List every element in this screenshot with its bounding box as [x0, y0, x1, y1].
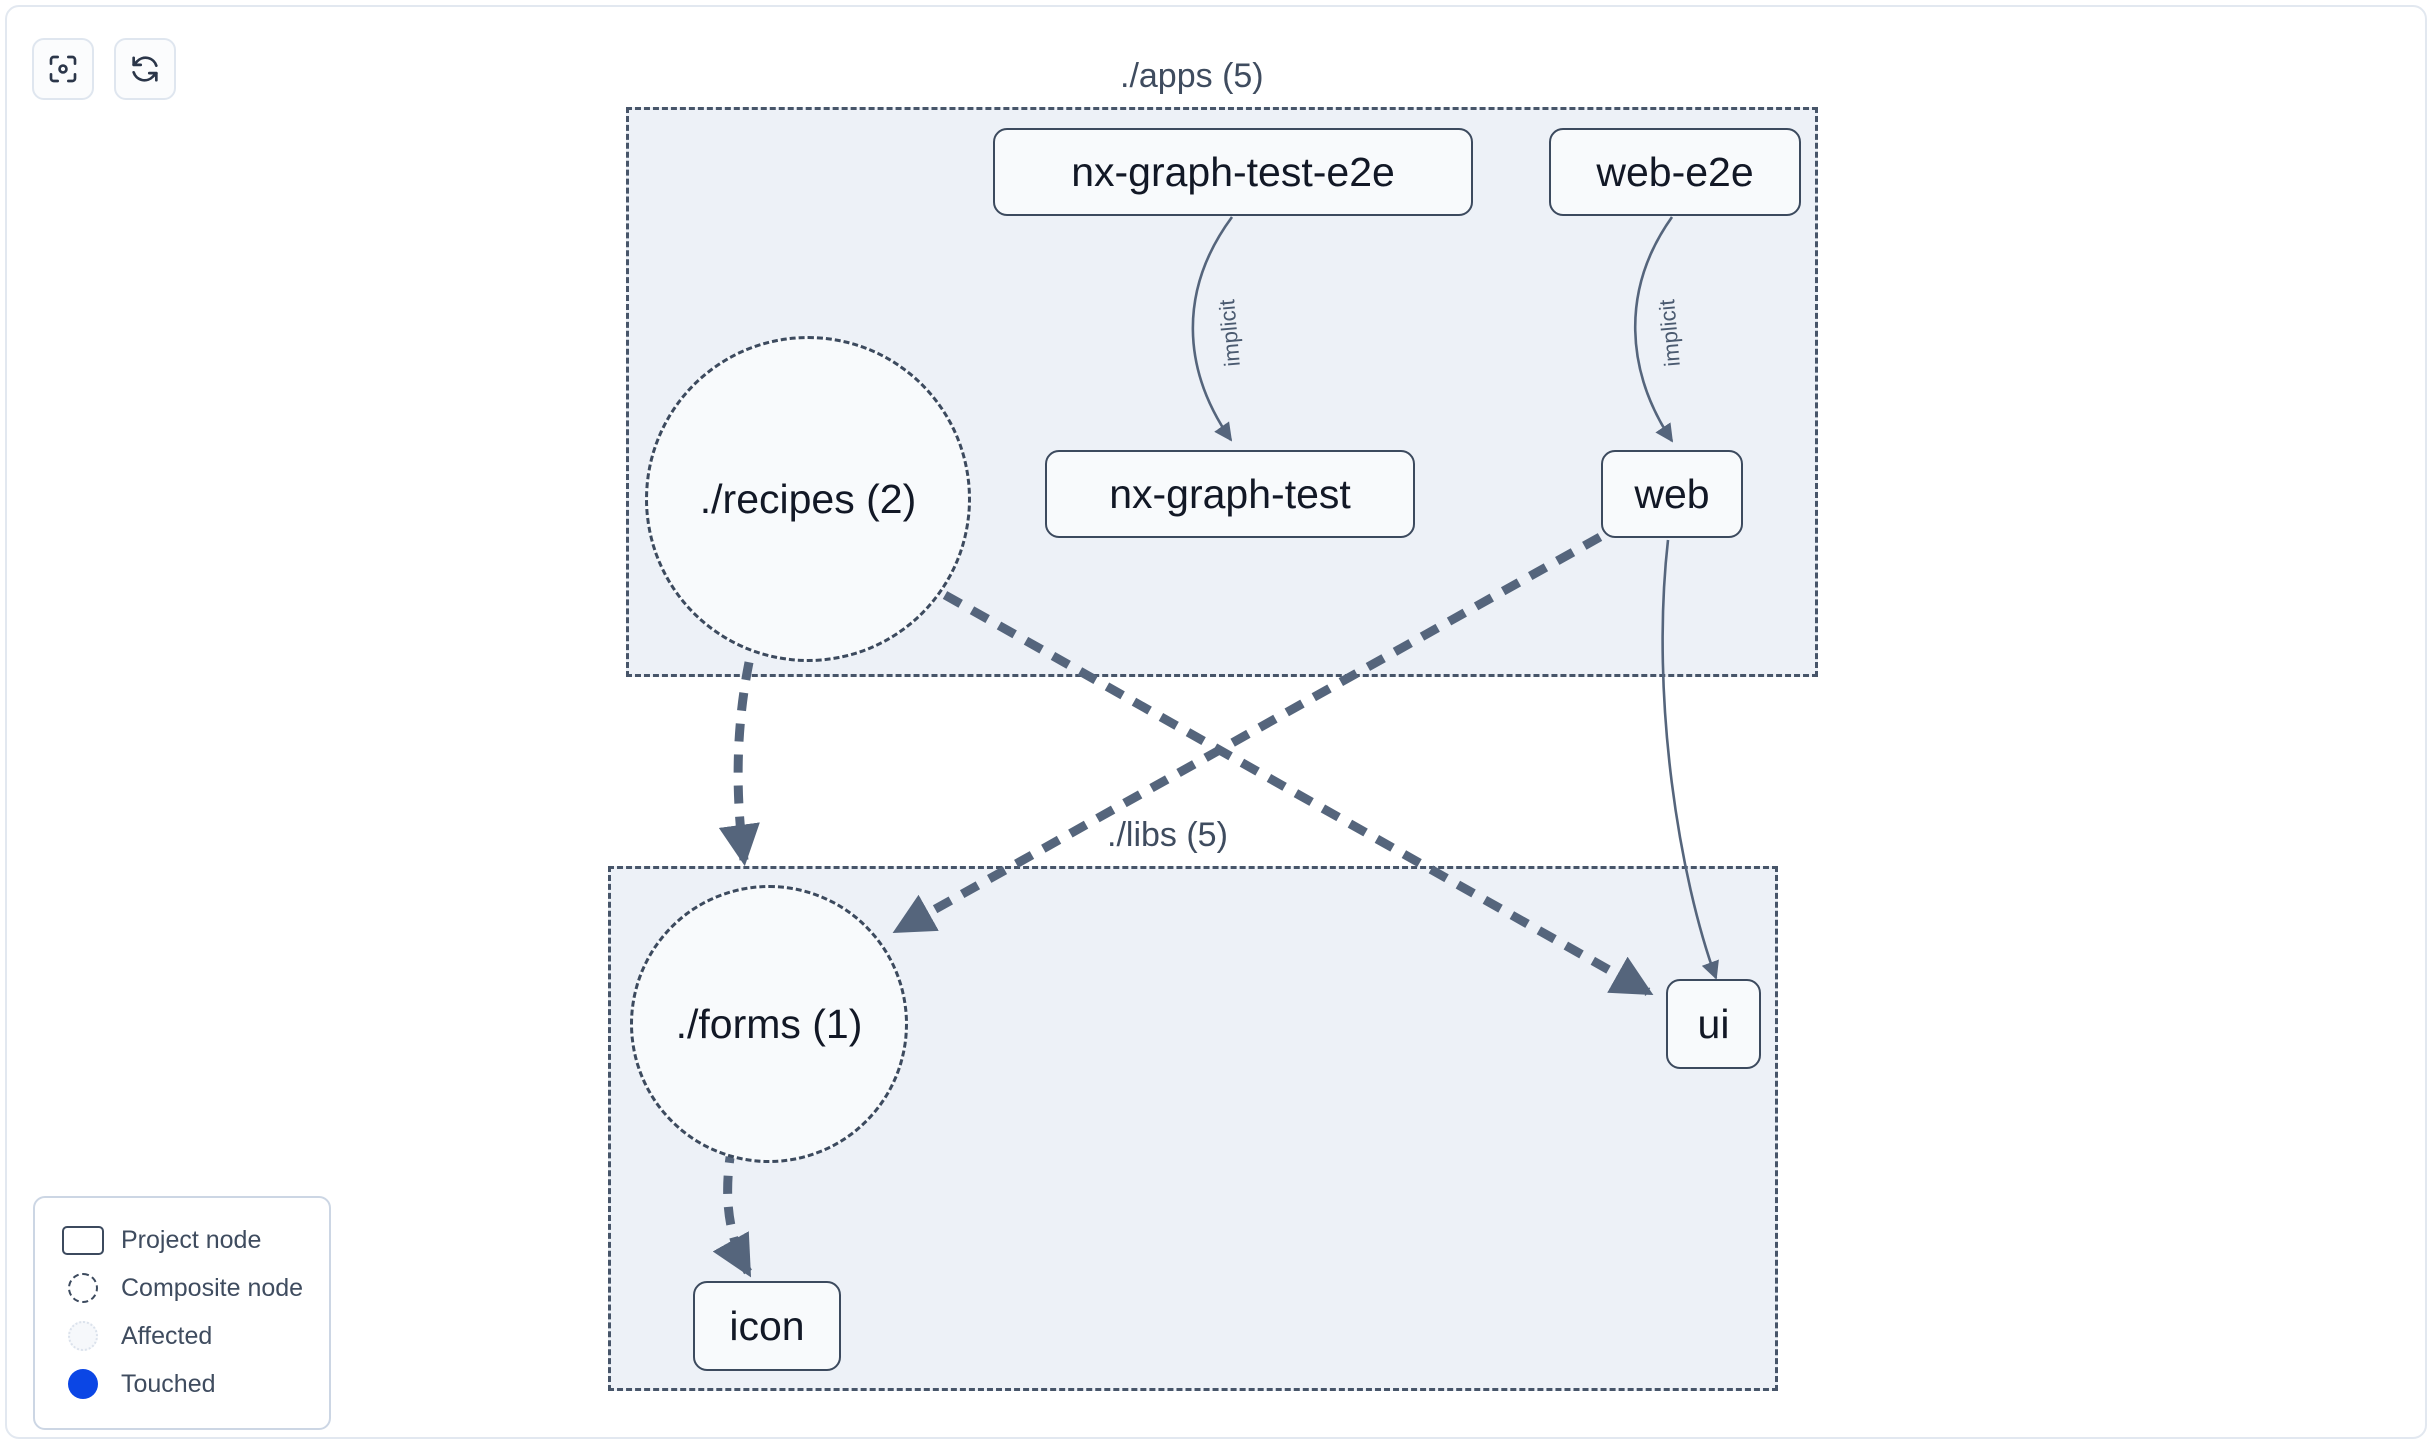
- refresh-icon: [129, 53, 161, 85]
- touched-node-swatch: [55, 1369, 111, 1399]
- composite-node-swatch: [55, 1273, 111, 1303]
- node-nx-graph-test[interactable]: nx-graph-test: [1045, 450, 1415, 538]
- node-ui[interactable]: ui: [1666, 979, 1761, 1069]
- refresh-graph-button[interactable]: [114, 38, 176, 100]
- node-forms[interactable]: ./forms (1): [630, 885, 908, 1163]
- legend-label-affected: Affected: [121, 1321, 213, 1350]
- project-node-swatch: [55, 1225, 111, 1255]
- group-label-apps: ./apps (5): [1110, 57, 1274, 95]
- graph-toolbar: [32, 38, 176, 100]
- legend-item-touched: Touched: [55, 1360, 309, 1408]
- node-web[interactable]: web: [1601, 450, 1743, 538]
- node-recipes[interactable]: ./recipes (2): [645, 336, 971, 662]
- affected-node-swatch: [55, 1321, 111, 1351]
- node-web-e2e[interactable]: web-e2e: [1549, 128, 1801, 216]
- node-icon[interactable]: icon: [693, 1281, 841, 1371]
- legend-label-project-node: Project node: [121, 1225, 262, 1254]
- legend-item-affected: Affected: [55, 1312, 309, 1360]
- group-label-libs: ./libs (5): [1097, 816, 1238, 854]
- node-nx-graph-test-e2e[interactable]: nx-graph-test-e2e: [993, 128, 1473, 216]
- legend-label-composite-node: Composite node: [121, 1273, 304, 1302]
- legend-label-touched: Touched: [121, 1369, 216, 1398]
- focus-graph-button[interactable]: [32, 38, 94, 100]
- legend-item-composite-node: Composite node: [55, 1264, 309, 1312]
- legend-item-project-node: Project node: [55, 1216, 309, 1264]
- graph-legend: Project node Composite node Affected Tou…: [33, 1196, 331, 1430]
- focus-target-icon: [47, 53, 79, 85]
